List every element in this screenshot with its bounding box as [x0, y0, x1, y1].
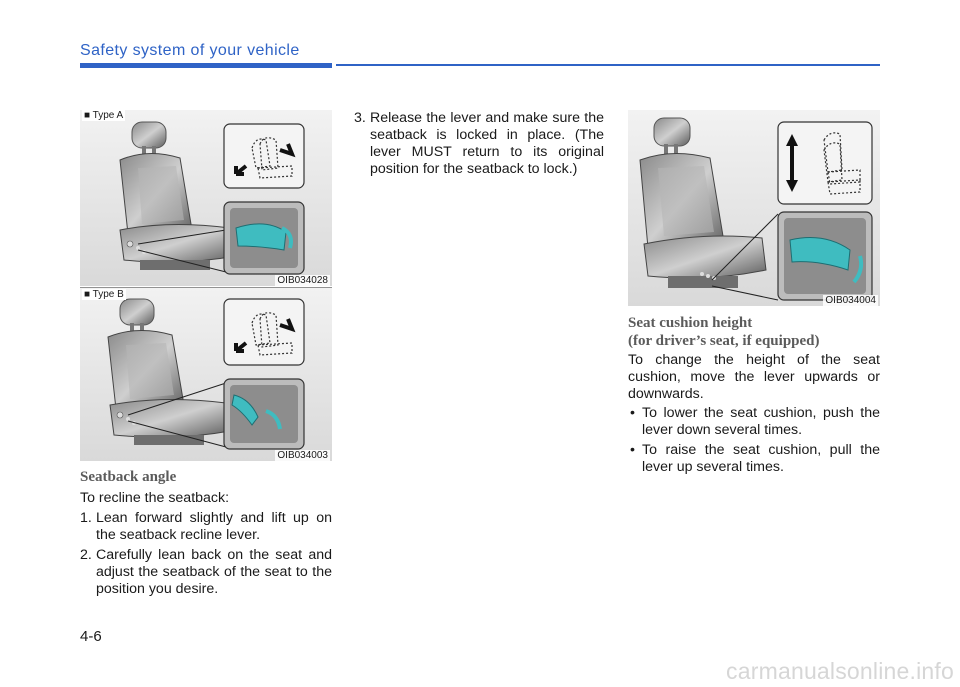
seatback-step-1: 1. Lean forward slightly and lift up on …	[80, 510, 332, 544]
seatback-step-3-number: 3.	[354, 110, 366, 126]
header-rule-thin	[336, 64, 880, 66]
figure-type-b: ■ Type B OIB034003	[80, 287, 332, 461]
figure-type-b-label: ■ Type B	[82, 289, 126, 300]
seatback-intro: To recline the seatback:	[80, 490, 230, 506]
watermark: carmanualsonline.info	[726, 658, 954, 684]
figure-type-a-code: OIB034028	[275, 275, 330, 286]
seatback-step-2-number: 2.	[80, 547, 92, 563]
figure-seat-height: OIB034004	[628, 110, 880, 306]
seat-illustration-type-a	[80, 110, 332, 286]
heading-seat-cushion-height-line1: Seat cushion height	[628, 315, 753, 331]
page-number: 4-6	[80, 628, 102, 645]
header-title: Safety system of your vehicle	[80, 42, 300, 59]
seat-illustration-type-b	[80, 287, 332, 461]
seatback-step-1-number: 1.	[80, 510, 92, 526]
cushion-bullet-lower: • To lower the seat cushion, push the le…	[628, 405, 880, 439]
seatback-step-1-text: Lean forward slightly and lift up on the…	[96, 510, 332, 543]
seat-illustration-height	[628, 110, 880, 306]
cushion-bullet-raise-text: To raise the seat cushion, pull the leve…	[642, 442, 880, 475]
figure-seat-height-code: OIB034004	[823, 295, 878, 306]
cushion-bullet-raise: • To raise the seat cushion, pull the le…	[628, 442, 880, 476]
figure-type-a: ■ Type A OIB034028	[80, 110, 332, 286]
seatback-step-2: 2. Carefully lean back on the seat and a…	[80, 547, 332, 598]
cushion-bullet-lower-text: To lower the seat cushion, push the leve…	[642, 405, 880, 438]
header-rule-thick	[80, 63, 332, 68]
seatback-step-3: 3. Release the lever and make sure the s…	[354, 110, 604, 178]
seatback-step-3-text: Release the lever and make sure the seat…	[370, 110, 604, 177]
bullet-dot: •	[630, 442, 635, 458]
heading-seat-cushion-height-line2: (for driver’s seat, if equipped)	[628, 333, 820, 349]
heading-seat-cushion-height: Seat cushion height (for driver’s seat, …	[628, 314, 820, 350]
figure-type-b-code: OIB034003	[275, 450, 330, 461]
heading-seatback-angle: Seatback angle	[80, 469, 177, 485]
cushion-intro: To change the height of the seat cushion…	[628, 352, 880, 402]
bullet-dot: •	[630, 405, 635, 421]
figure-type-a-label: ■ Type A	[82, 110, 126, 121]
seatback-step-2-text: Carefully lean back on the seat and adju…	[96, 547, 332, 597]
